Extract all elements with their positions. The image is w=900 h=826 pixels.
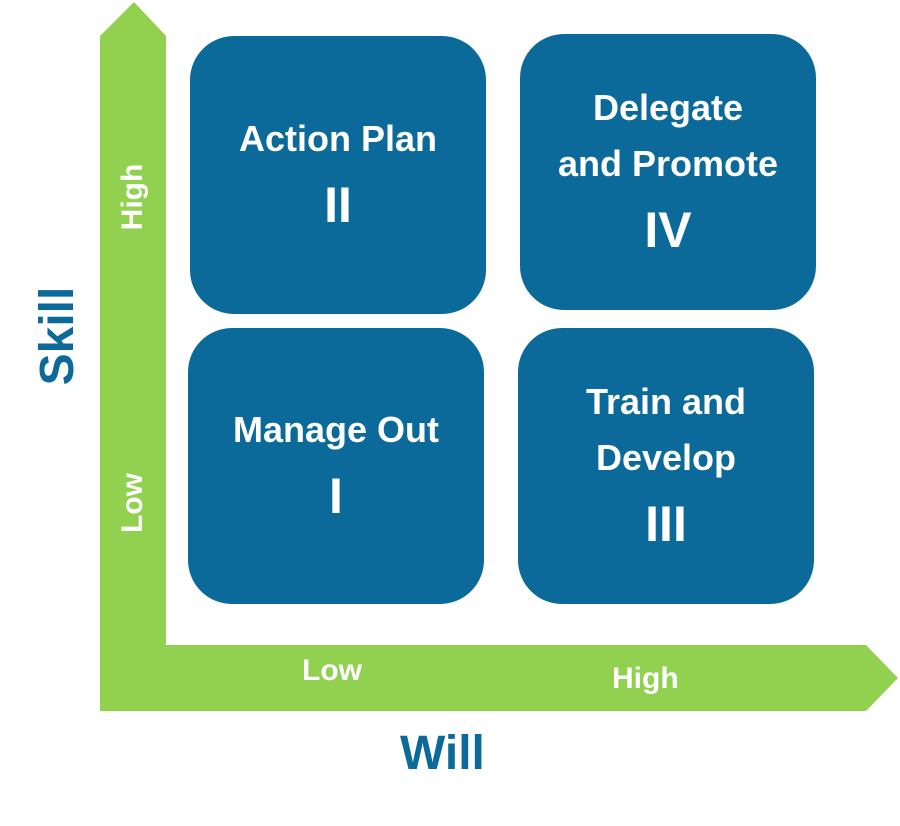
quadrant-action-plan: Action Plan II [190,36,486,314]
quadrant-train-and-develop: Train and Develop III [518,328,814,604]
quadrant-numeral: I [329,468,343,524]
y-axis-high-label: High [116,163,149,231]
x-axis-title: Will [400,727,485,780]
quadrant-title: Train and Develop [585,381,747,478]
quadrant-numeral: II [324,177,352,233]
quadrant-title: Action Plan [238,118,438,159]
quadrant-numeral: III [645,496,687,552]
quadrant-title: Delegate and Promote [557,87,779,184]
quadrant-numeral: IV [644,202,692,258]
quadrant-manage-out: Manage Out I [188,328,484,604]
quadrant-delegate-and-promote: Delegate and Promote IV [520,34,816,310]
y-axis-low-label: Low [116,473,149,533]
quadrant-title: Manage Out [232,409,439,450]
x-axis-low-label: Low [302,654,362,687]
x-axis-high-label: High [612,662,679,695]
y-axis-title: Skill [31,286,84,386]
